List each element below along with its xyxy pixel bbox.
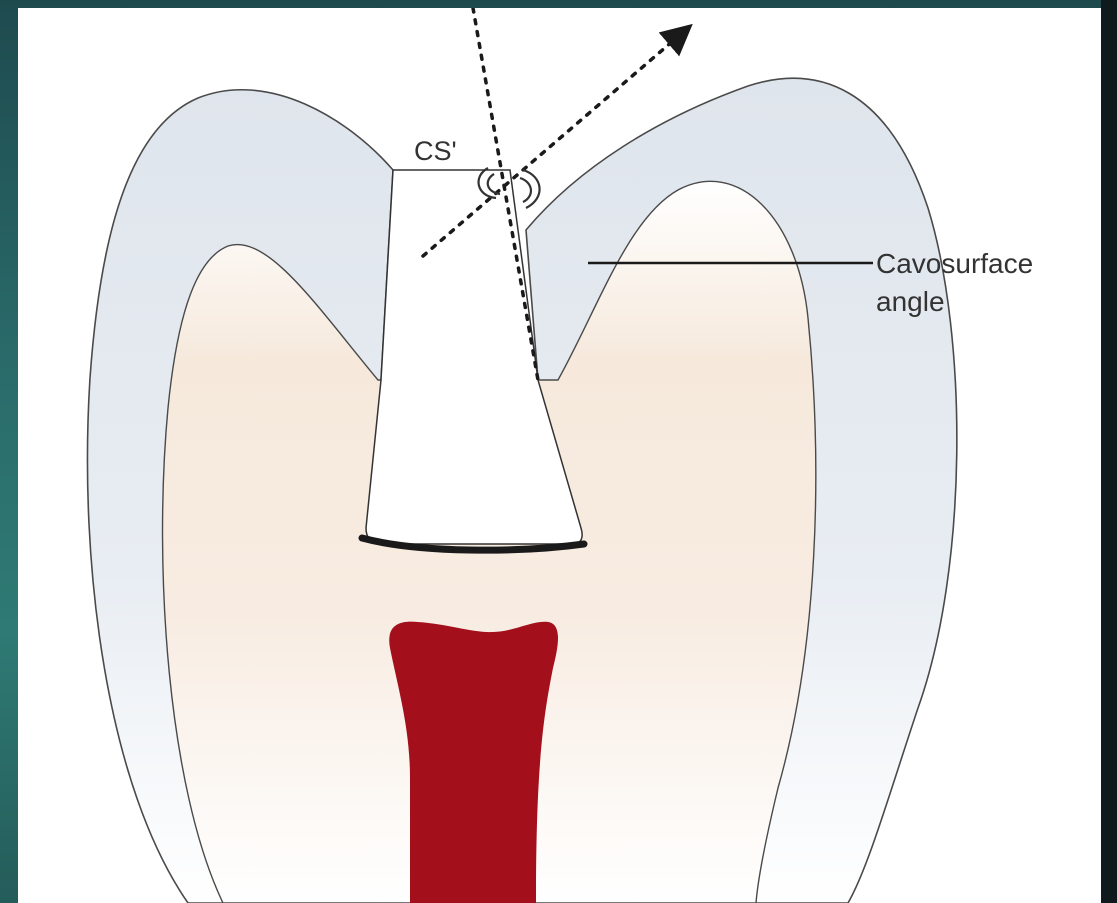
slide-right-edge xyxy=(1101,0,1117,903)
angle-label: angle xyxy=(876,286,945,317)
tooth-diagram-svg: CS' Cavosurface angle xyxy=(18,8,1101,903)
tooth-cross-section-figure: CS' Cavosurface angle xyxy=(18,8,1101,903)
angle-arc-right-inner xyxy=(520,178,531,202)
cs-prime-label: CS' xyxy=(414,136,457,166)
pulp-chamber xyxy=(389,622,558,903)
cavosurface-label: Cavosurface xyxy=(876,248,1033,279)
